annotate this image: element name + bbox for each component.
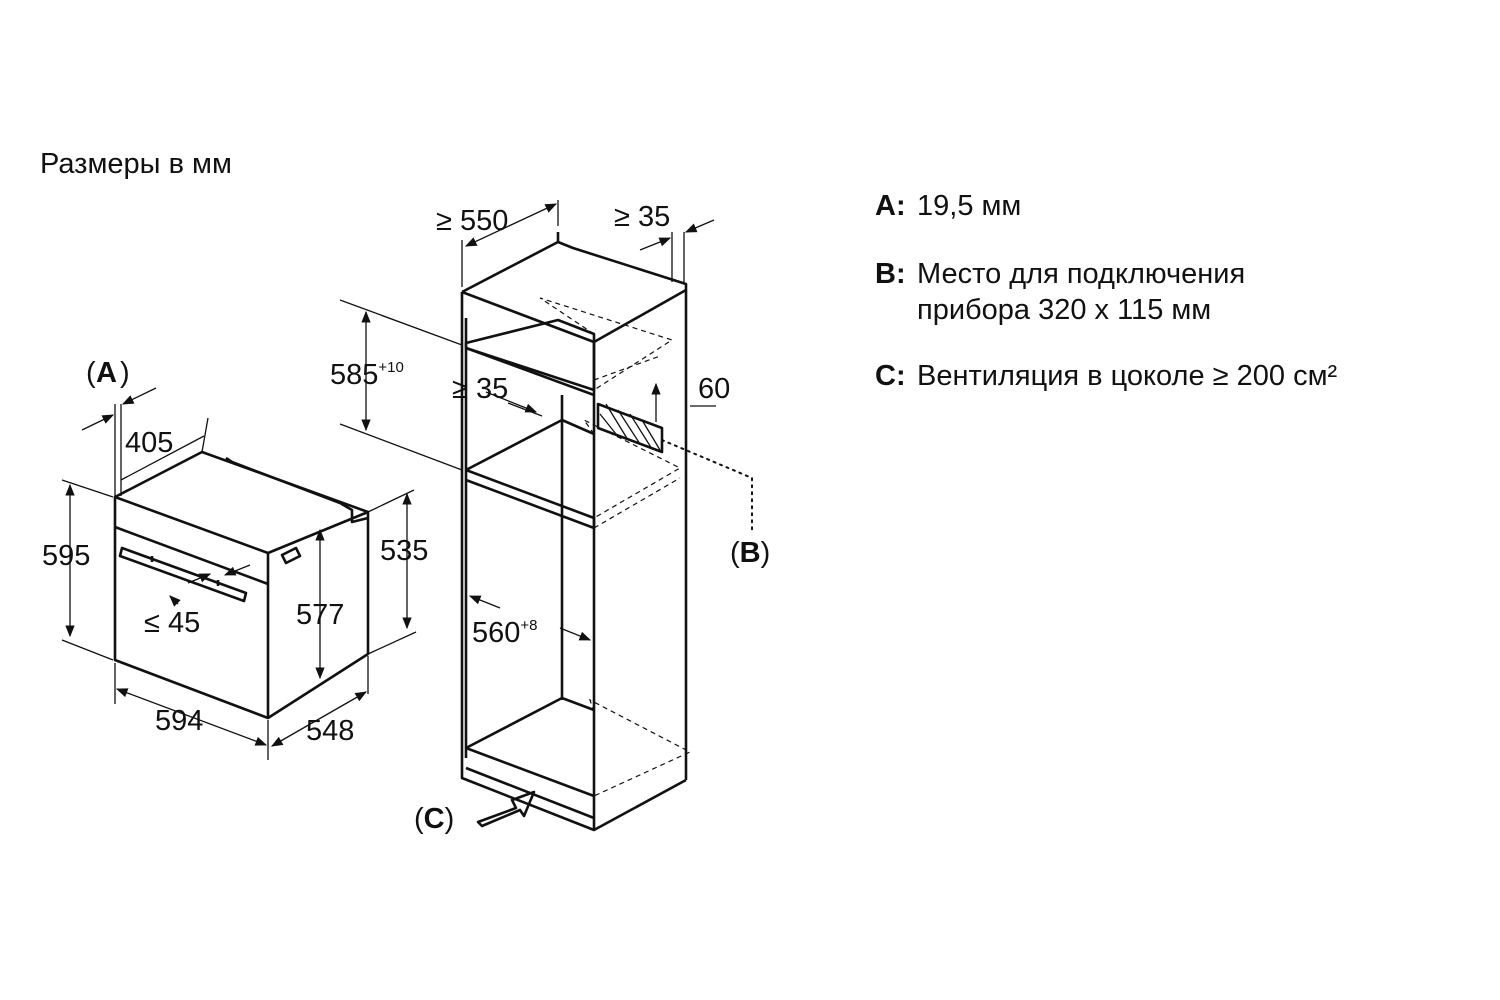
cabinet-drawing: ≥ 550 ≥ 35 585+10 ≥ 35 60 (B) 560+8 (C) [330,200,770,835]
oven-depth-top: 405 [125,427,173,459]
oven-side-height: 535 [380,535,428,567]
oven-depth: 548 [306,715,354,747]
legend-text-c: Вентиляция в цоколе ≥ 200 см² [917,360,1338,392]
legend-text-b: Место для подключения прибора 320 х 115 м… [917,256,1245,328]
oven-drawing: ( A ) 405 595 ≤ 45 577 535 594 548 [42,357,428,760]
oven-a-open: ( [86,357,96,389]
cabinet-back-gap: ≥ 35 [614,201,670,233]
oven-a-close: ) [120,357,130,389]
cabinet-c-label: (C) [414,803,454,835]
legend-key-c: C: [875,360,906,392]
cabinet-shelf-gap: ≥ 35 [452,373,508,405]
oven-width: 594 [155,705,203,737]
legend-key-b: B: [875,258,906,290]
cabinet-depth-min: ≥ 550 [436,205,508,237]
cabinet-b-label: (B) [730,537,770,569]
oven-inner-height: 577 [296,599,344,631]
diagram-title: Размеры в мм [40,148,232,180]
cabinet-niche-height: 585+10 [330,359,404,391]
legend-key-a: A: [875,190,906,222]
legend-text-b-line1: Место для подключения [917,258,1246,290]
legend-item-c: C: Вентиляция в цоколе ≥ 200 см² [875,358,1337,394]
legend-item-b: B: Место для подключения прибора 320 х 115… [875,256,1245,328]
ventilation-arrow-icon [476,790,536,828]
legend-item-a: A: 19,5 мм [875,188,1021,224]
oven-handle: ≤ 45 [144,607,200,639]
oven-a-label: A [96,357,117,389]
legend-text-a: 19,5 мм [917,190,1022,222]
oven-height-total: 595 [42,540,90,572]
cabinet-niche-width: 560+8 [472,617,538,649]
legend-text-b-line2: прибора 320 х 115 мм [917,294,1212,326]
cabinet-socket-offset: 60 [698,373,730,405]
